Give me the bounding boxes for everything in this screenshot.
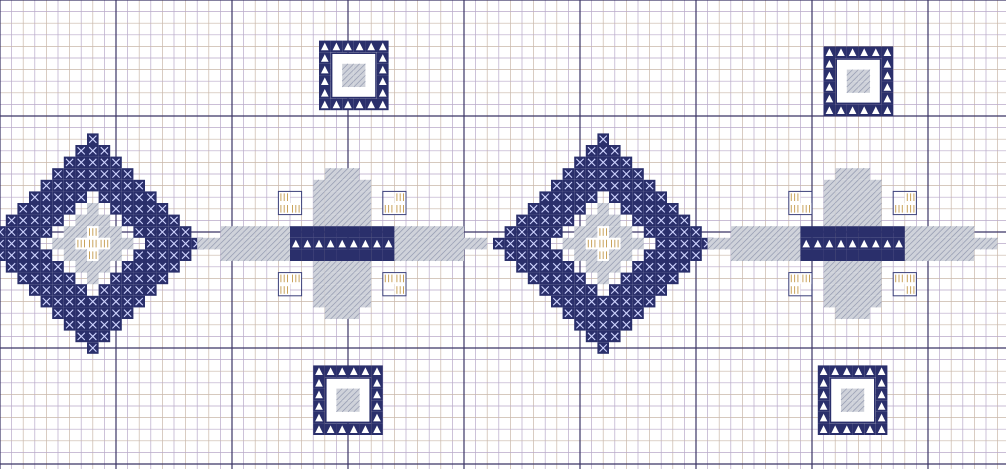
navy-stitch	[0, 226, 6, 238]
navy-stitch	[847, 249, 859, 261]
navy-stitch	[336, 226, 348, 238]
navy-stitch	[812, 249, 824, 261]
navy-stitch	[325, 249, 337, 261]
navy-stitch	[325, 226, 337, 238]
navy-stitch	[824, 226, 836, 238]
navy-stitch	[870, 249, 882, 261]
navy-stitch	[858, 226, 870, 238]
navy-stitch	[893, 226, 905, 238]
navy-stitch	[348, 226, 360, 238]
navy-stitch	[336, 249, 348, 261]
navy-stitch	[290, 249, 302, 261]
navy-stitch	[800, 249, 812, 261]
navy-stitch	[313, 249, 325, 261]
navy-stitch	[313, 226, 325, 238]
navy-stitch	[882, 249, 894, 261]
navy-stitch	[812, 226, 824, 238]
navy-stitch	[371, 249, 383, 261]
navy-stitch	[835, 226, 847, 238]
navy-stitch	[360, 249, 372, 261]
navy-stitch	[302, 249, 314, 261]
square-motif	[319, 41, 389, 111]
flower-motif	[197, 168, 487, 319]
navy-stitch	[302, 226, 314, 238]
flower-motif	[708, 168, 998, 319]
navy-stitch	[800, 226, 812, 238]
navy-stitch	[383, 226, 395, 238]
navy-stitch	[383, 249, 395, 261]
navy-stitch	[360, 226, 372, 238]
navy-stitch	[0, 238, 6, 250]
navy-stitch	[348, 249, 360, 261]
diamond-motif	[0, 133, 203, 353]
navy-stitch	[835, 249, 847, 261]
diamond-motif	[493, 133, 713, 353]
navy-stitch	[882, 226, 894, 238]
square-motif	[313, 365, 383, 435]
navy-stitch	[290, 226, 302, 238]
navy-stitch	[847, 226, 859, 238]
navy-stitch	[893, 249, 905, 261]
square-motif	[818, 365, 888, 435]
navy-stitch	[371, 226, 383, 238]
navy-stitch	[858, 249, 870, 261]
navy-stitch	[870, 226, 882, 238]
navy-stitch	[0, 249, 6, 261]
square-motif	[824, 46, 894, 116]
navy-stitch	[824, 249, 836, 261]
